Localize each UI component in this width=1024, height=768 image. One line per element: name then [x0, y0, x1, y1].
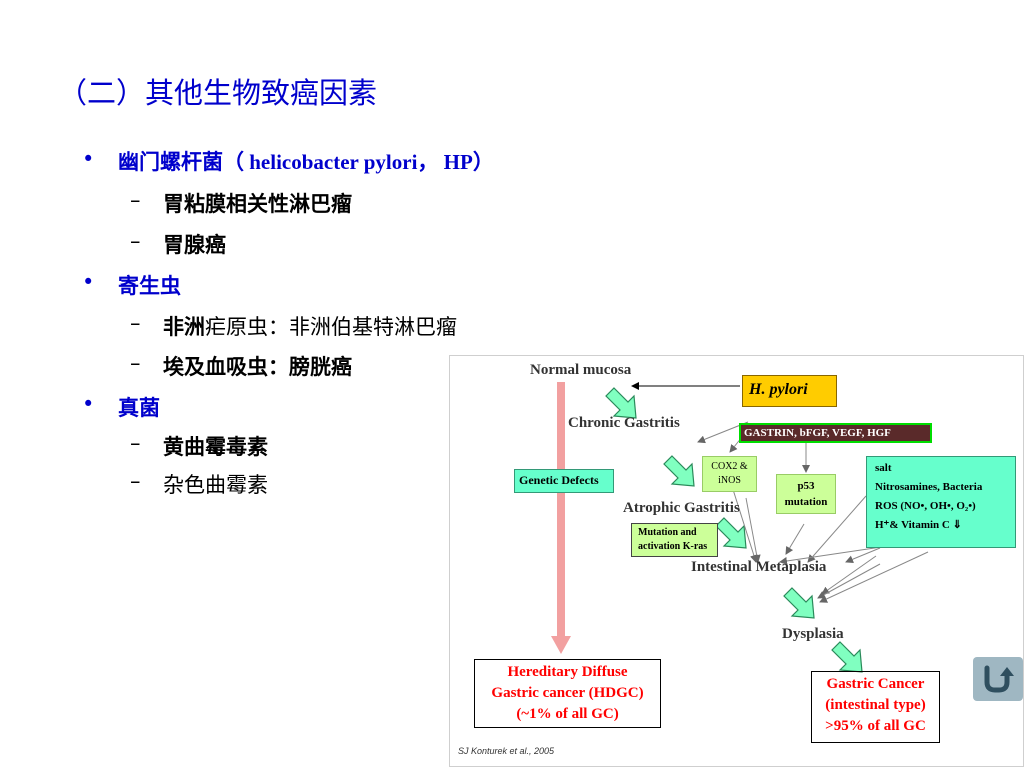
chronic-gastritis-label: Chronic Gastritis — [568, 415, 680, 431]
normal-mucosa-label: Normal mucosa — [530, 362, 632, 378]
kras-line1-label: Mutation and — [638, 527, 697, 538]
green-arrow-4 — [783, 587, 815, 619]
u-turn-arrow-icon — [984, 665, 1014, 693]
cox2-inos-box: COX2 & iNOS — [702, 456, 757, 492]
atrophic-gastritis-label: Atrophic Gastritis — [623, 500, 740, 516]
gastric-cancer-box: Gastric Cancer (intestinal type) >95% of… — [811, 671, 940, 743]
genetic-defects-label: Genetic Defects — [519, 473, 599, 487]
green-arrow-1 — [605, 387, 637, 419]
p53-label: p53 — [797, 480, 815, 492]
sub-parasite-malaria-rest: 疟原虫：非洲伯基特淋巴瘤 — [205, 315, 457, 339]
hpylori-box: H. pylori — [742, 375, 837, 407]
bullet-parasite: 寄生虫 — [118, 274, 181, 298]
green-arrow-5 — [831, 641, 863, 673]
pink-arrow — [551, 382, 571, 654]
sub-hp-adenocarcinoma: 胃腺癌 — [163, 233, 226, 257]
bullet-dot: • — [82, 392, 95, 416]
dash: – — [130, 188, 141, 212]
return-button[interactable] — [973, 657, 1023, 701]
bullet-hp-latin: helicobacter pylori， HP） — [244, 150, 494, 174]
sub-fungus-aflatoxin: 黄曲霉毒素 — [163, 435, 268, 459]
sub-parasite-malaria: 非洲疟原虫：非洲伯基特淋巴瘤 — [163, 311, 457, 341]
hdgc-box: Hereditary Diffuse Gastric cancer (HDGC)… — [474, 659, 661, 728]
inos-label: iNOS — [718, 475, 741, 486]
citation: SJ Konturek et al., 2005 — [458, 746, 555, 756]
sub-fungus-sterigmatocystin: 杂色曲霉素 — [163, 473, 268, 497]
hdgc-line2: Gastric cancer (HDGC) — [491, 685, 644, 701]
bullet-hp: 幽门螺杆菌（ helicobacter pylori， HP） — [118, 146, 494, 176]
dash: – — [130, 311, 141, 335]
growth-factors-label: GASTRIN, bFGF, VEGF, HGF — [744, 427, 891, 439]
slide-title: （二）其他生物致癌因素 — [58, 76, 378, 110]
dysplasia-label: Dysplasia — [782, 626, 844, 642]
green-arrow-3 — [715, 517, 747, 549]
hpylori-label: H. pylori — [749, 381, 808, 398]
hdgc-line1: Hereditary Diffuse — [507, 664, 628, 680]
cox2-label: COX2 & — [711, 461, 748, 472]
genetic-defects-box: Genetic Defects — [514, 469, 614, 493]
gc-line2: (intestinal type) — [825, 697, 926, 713]
gc-line3: >95% of all GC — [825, 718, 926, 734]
kras-line2-label: activation K-ras — [638, 541, 708, 552]
ros-label: ROS (NO•, OH•, O₂•) — [875, 500, 976, 512]
salt-label: salt — [875, 462, 892, 474]
dash: – — [130, 431, 141, 455]
vitamin-c-label: H⁺& Vitamin C ⇓ — [875, 519, 962, 531]
dash: – — [130, 229, 141, 253]
hdgc-line3: (~1% of all GC) — [516, 706, 619, 722]
bullet-dot: • — [82, 270, 95, 294]
dash: – — [130, 351, 141, 375]
gastric-cancer-pathway-diagram: Normal mucosa H. pylori Chronic Gastriti… — [449, 355, 1024, 767]
growth-factors-box: GASTRIN, bFGF, VEGF, HGF — [739, 423, 932, 443]
sub-hp-lymphoma: 胃粘膜相关性淋巴瘤 — [163, 192, 352, 216]
nitrosamines-label: Nitrosamines, Bacteria — [875, 481, 983, 493]
green-arrow-2 — [663, 455, 695, 487]
dash: – — [130, 469, 141, 493]
mutation-label: mutation — [784, 496, 828, 508]
intestinal-metaplasia-label: Intestinal Metaplasia — [691, 559, 827, 575]
bullet-fungus: 真菌 — [118, 396, 160, 420]
kras-box: Mutation and activation K-ras — [631, 523, 718, 557]
sub-parasite-malaria-bold: 非洲 — [163, 315, 205, 339]
p53-mutation-box: p53 mutation — [776, 474, 836, 514]
bullet-hp-cn: 幽门螺杆菌（ — [118, 150, 244, 174]
bullet-dot: • — [82, 147, 95, 171]
gc-line1: Gastric Cancer — [826, 676, 925, 692]
sub-parasite-schistosoma: 埃及血吸虫：膀胱癌 — [163, 355, 352, 379]
environmental-factors-box: salt Nitrosamines, Bacteria ROS (NO•, OH… — [866, 456, 1016, 548]
